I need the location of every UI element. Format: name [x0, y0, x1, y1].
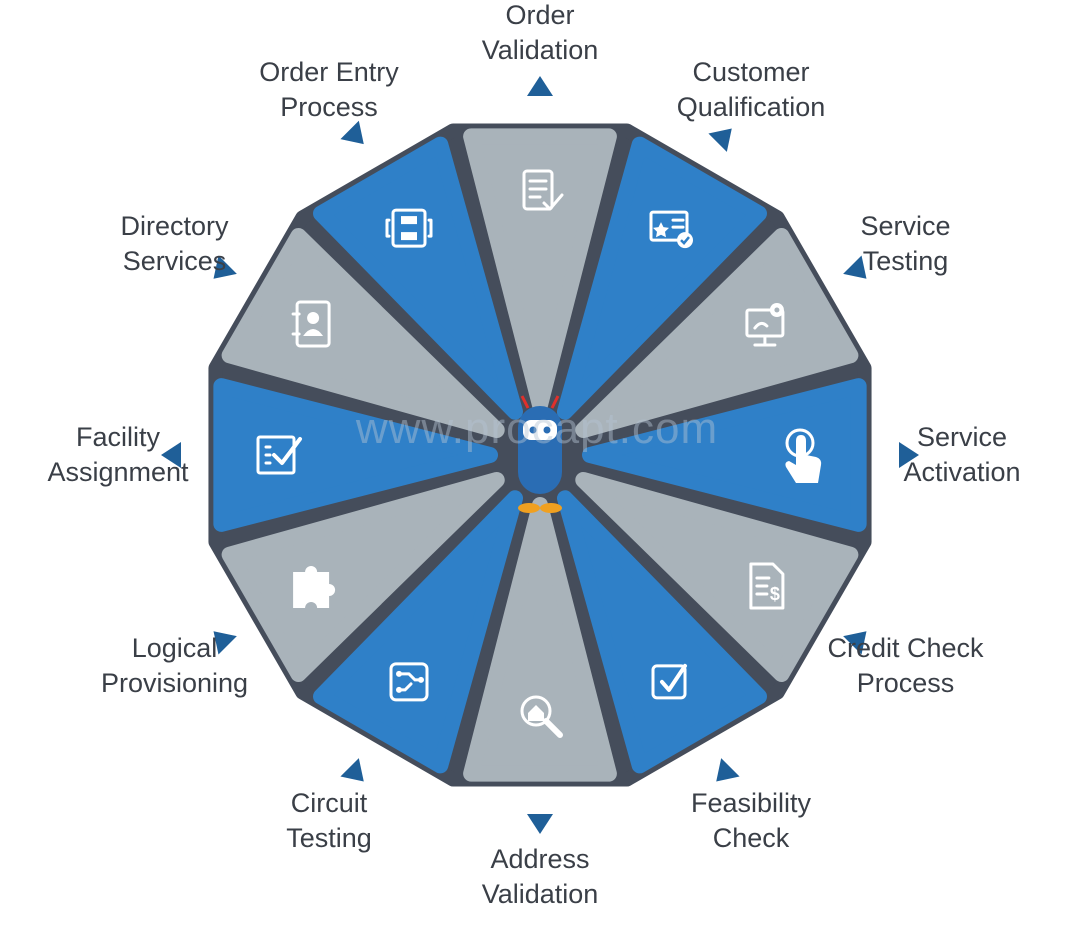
arrow-up-icon — [527, 76, 553, 96]
segment-credit-check-process: $ — [575, 472, 859, 682]
segment-service-testing — [575, 228, 859, 438]
contact-book-icon — [291, 300, 331, 348]
segment-order-validation — [463, 128, 617, 413]
label-line: Provisioning — [100, 668, 249, 698]
robot-mascot-icon — [518, 395, 562, 513]
segment-circuit-testing — [313, 490, 523, 774]
segment-shape — [221, 228, 505, 438]
arrow-up-right-icon — [708, 128, 732, 152]
label-line: Validation — [481, 35, 599, 65]
arrows-layer — [161, 76, 919, 834]
segment-shape — [463, 128, 617, 413]
arrow-down-left-icon — [213, 255, 237, 279]
label-line: Facility — [75, 422, 161, 452]
segment-shape — [557, 490, 767, 774]
label-line: Customer — [692, 56, 810, 87]
segment-shape — [213, 378, 498, 532]
label-line: Circuit — [290, 787, 368, 818]
touch-hand-icon — [785, 428, 822, 483]
segment-customer-qualification — [557, 136, 767, 420]
document-check-icon — [522, 169, 564, 211]
segment-shape — [575, 472, 859, 682]
checkbox-icon — [651, 663, 687, 700]
circuit-icon — [389, 662, 429, 702]
arrow-up-left-icon — [213, 631, 237, 655]
label-line: Assignment — [47, 457, 189, 487]
label-line: Service — [916, 422, 1008, 452]
label-line: Qualification — [676, 91, 826, 122]
label-line: Address — [490, 844, 590, 874]
segment-shape — [557, 136, 767, 420]
label-line: Activation — [903, 457, 1021, 487]
segment-shape — [221, 472, 505, 682]
arrow-up-right-icon — [843, 631, 867, 655]
segment-shape — [313, 136, 523, 420]
segment-shape — [582, 378, 867, 532]
customer-card-icon — [649, 210, 693, 249]
label-line: Testing — [286, 822, 372, 853]
label-line: Validation — [481, 879, 599, 909]
segment-order-entry-process — [313, 136, 523, 420]
segment-logical-provisioning — [221, 472, 505, 682]
label-line: Feasibility — [690, 787, 812, 818]
monitor-gear-icon — [745, 303, 785, 347]
label-line: Logical — [131, 633, 218, 663]
label-line: Process — [280, 91, 378, 122]
svg-text:$: $ — [770, 584, 780, 604]
arrow-down-right-icon — [340, 758, 364, 782]
label-line: Directory — [120, 211, 229, 241]
segment-feasibility-check — [557, 490, 767, 774]
arrow-right-icon — [899, 442, 919, 468]
arrow-left-icon — [161, 442, 181, 468]
segment-shape — [463, 497, 617, 782]
label-line: Order Entry — [259, 56, 399, 87]
segment-shape — [313, 490, 523, 774]
label-line: Check — [712, 822, 790, 853]
search-home-icon — [520, 695, 563, 738]
label-line: Credit Check — [827, 633, 984, 663]
label-line: Order — [505, 0, 575, 30]
checklist-icon — [256, 435, 302, 475]
label-line: Testing — [862, 246, 949, 276]
arrow-down-left-icon — [716, 758, 740, 782]
segment-service-activation — [582, 378, 867, 532]
segments-layer: $ — [208, 123, 872, 787]
label-line: Service — [860, 211, 951, 241]
arrow-down-right-icon — [340, 120, 364, 145]
arrow-down-right-icon — [843, 255, 867, 279]
puzzle-icon — [293, 566, 336, 608]
arrow-down-icon — [527, 814, 553, 834]
segment-facility-assignment — [213, 378, 498, 532]
segment-shape — [575, 228, 859, 438]
process-flow-icon — [385, 208, 433, 248]
segment-directory-services — [221, 228, 505, 438]
label-line: Process — [856, 668, 955, 698]
segment-address-validation — [463, 497, 617, 782]
label-line: Services — [122, 246, 227, 276]
invoice-dollar-icon: $ — [749, 562, 785, 610]
